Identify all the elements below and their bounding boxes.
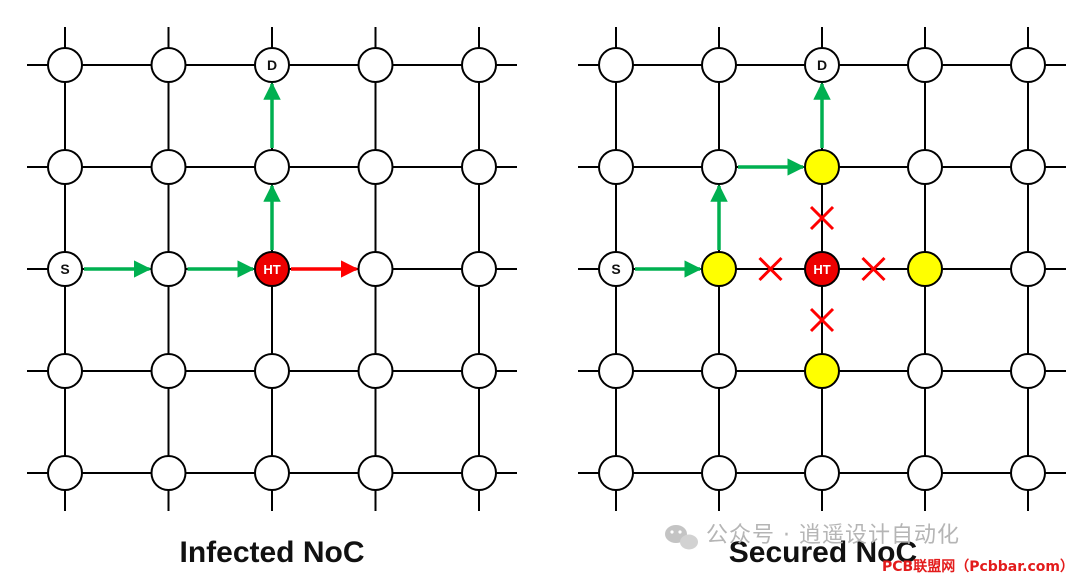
router-node <box>701 353 737 389</box>
router-node <box>461 149 497 185</box>
block-mark-stroke <box>809 307 835 333</box>
infected-noc-caption: Infected NoC <box>179 536 364 569</box>
router-node <box>907 353 943 389</box>
blocked-link-icon <box>809 307 835 333</box>
infected-noc-panel: D S HT <box>27 27 517 511</box>
router-node <box>150 455 187 491</box>
router-node <box>701 455 737 491</box>
router-node <box>598 149 634 185</box>
router-node <box>461 353 497 389</box>
trojan-router-node <box>254 251 290 287</box>
blocked-link-icon <box>758 256 783 282</box>
node-label-d: D <box>267 57 277 73</box>
router-node <box>150 149 187 185</box>
router-node <box>804 455 840 491</box>
block-mark-stroke <box>758 256 783 282</box>
router-node <box>1010 353 1046 389</box>
router-node <box>47 149 83 185</box>
router-node <box>47 251 83 287</box>
router-node <box>47 47 83 83</box>
router-node <box>1010 149 1046 185</box>
blocked-link-icon <box>861 256 886 282</box>
router-node <box>804 47 840 83</box>
guard-router-node <box>701 251 737 287</box>
router-node <box>461 455 497 491</box>
router-node <box>907 47 943 83</box>
router-node <box>150 251 187 287</box>
block-mark-stroke <box>809 205 835 231</box>
router-node <box>357 47 394 83</box>
router-node <box>461 47 497 83</box>
watermark-text: 公众号 · 逍遥设计自动化 <box>706 523 960 548</box>
secured-noc-panel: D S HT <box>578 27 1066 511</box>
router-node <box>357 149 394 185</box>
router-node <box>254 353 290 389</box>
node-label-s: S <box>60 261 69 277</box>
watermark: 公众号 · 逍遥设计自动化 PCB联盟网（Pcbbar.com） <box>665 523 1074 575</box>
blocked-link-icon <box>809 205 835 231</box>
guard-router-node <box>804 353 840 389</box>
router-node <box>47 455 83 491</box>
block-mark-stroke <box>861 256 886 282</box>
router-node <box>701 149 737 185</box>
router-node <box>598 47 634 83</box>
router-node <box>598 251 634 287</box>
node-label-s: S <box>611 261 620 277</box>
trojan-router-node <box>804 251 840 287</box>
router-node <box>150 353 187 389</box>
secured-noc-caption: Secured NoC <box>729 536 917 569</box>
router-node <box>1010 251 1046 287</box>
router-node <box>357 353 394 389</box>
router-node <box>254 149 290 185</box>
node-label-d: D <box>817 57 827 73</box>
node-label-ht: HT <box>263 262 280 277</box>
router-node <box>461 251 497 287</box>
router-node <box>598 455 634 491</box>
guard-router-node <box>804 149 840 185</box>
router-node <box>357 251 394 287</box>
router-node <box>598 353 634 389</box>
router-node <box>254 47 290 83</box>
router-node <box>907 455 943 491</box>
watermark-site: PCB联盟网（Pcbbar.com） <box>882 559 1074 575</box>
router-node <box>47 353 83 389</box>
router-node <box>1010 47 1046 83</box>
router-node <box>1010 455 1046 491</box>
wechat-icon <box>665 525 698 550</box>
router-node <box>907 149 943 185</box>
guard-router-node <box>907 251 943 287</box>
router-node <box>357 455 394 491</box>
router-node <box>150 47 187 83</box>
router-node <box>254 455 290 491</box>
node-label-ht: HT <box>813 262 830 277</box>
router-node <box>701 47 737 83</box>
